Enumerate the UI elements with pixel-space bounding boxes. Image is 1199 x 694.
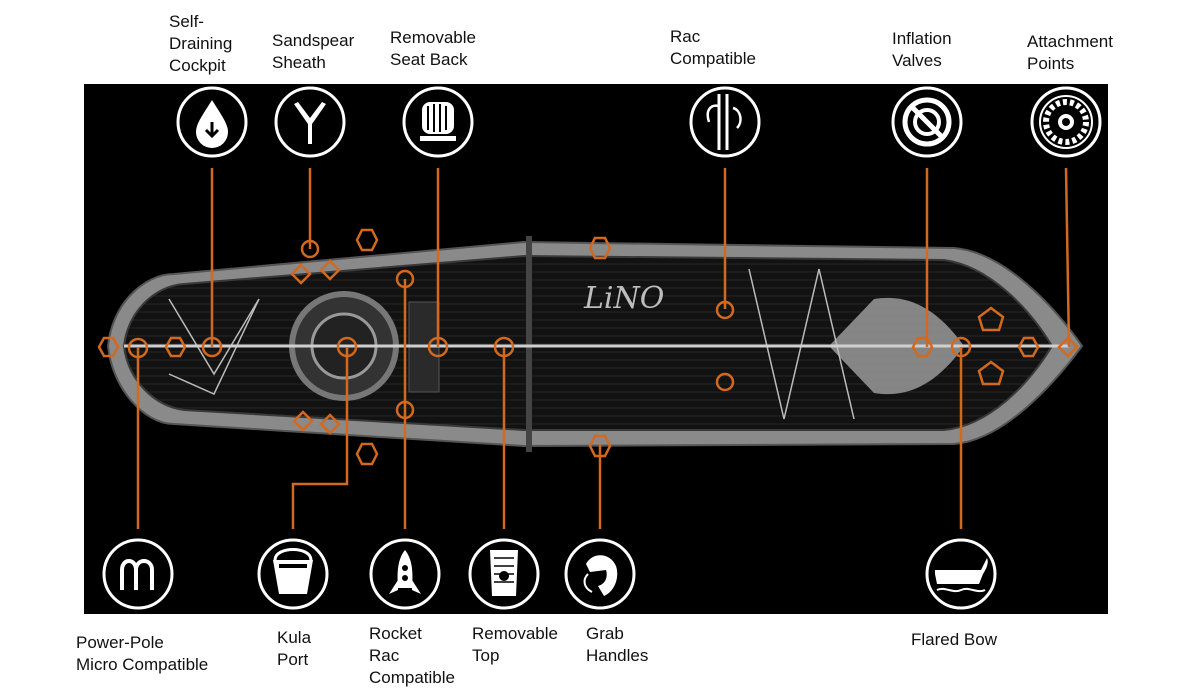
marker-diamond [1057, 336, 1079, 358]
marker-hexagon [588, 236, 612, 260]
leader-lines [136, 167, 1071, 529]
rocket-icon [369, 538, 441, 610]
board-top-icon [468, 538, 540, 610]
marker-circle [300, 239, 320, 259]
kayak-diagram: LiNO [97, 86, 1102, 610]
marker-hexagon [911, 336, 934, 358]
marker-circle [493, 336, 515, 358]
water-drop-icon [176, 86, 248, 158]
hand-grab-icon [564, 538, 636, 610]
label-kula-port: Kula Port [277, 628, 312, 669]
label-removable-seat-back: Removable Seat Back [390, 28, 476, 69]
marker-diamond [290, 263, 312, 285]
label-power-pole: Power-Pole Micro Compatible [76, 633, 209, 674]
label-removable-top: Removable Top [472, 624, 558, 665]
marker-circle [395, 400, 415, 420]
attachment-point-icon [1030, 86, 1102, 158]
marker-hexagon [355, 228, 379, 252]
flared-bow-icon [925, 538, 997, 610]
leader-attachment [1064, 167, 1071, 348]
marker-diamond [319, 413, 341, 435]
marker-circle [715, 300, 735, 320]
marker-circle [336, 336, 358, 358]
sandspear-icon [274, 86, 346, 158]
bungee-cords [168, 268, 855, 420]
label-attachment-points: Attachment Points [1027, 32, 1113, 73]
diagram-panel: LiNO [84, 84, 1108, 614]
marker-circle [427, 336, 449, 358]
label-self-draining-cockpit: Self- Draining Cockpit [169, 12, 233, 75]
marker-circle [127, 337, 149, 359]
marker-circle [950, 336, 972, 358]
icon-row-bottom [102, 538, 997, 610]
marker-hexagon [164, 336, 187, 358]
leader-kula [291, 347, 349, 529]
label-rac-compatible: Rac Compatible [670, 27, 756, 68]
marker-hexagon [1017, 336, 1040, 358]
seat-back-icon [402, 86, 474, 158]
marker-pentagon [977, 306, 1005, 332]
marker-circle [715, 372, 735, 392]
label-grab-handles: Grab Handles [586, 624, 649, 665]
bucket-icon [257, 538, 329, 610]
marker-circle [395, 269, 415, 289]
marker-hexagon [588, 434, 612, 458]
marker-diamond [292, 410, 314, 432]
label-inflation-valves: Inflation Valves [892, 29, 952, 70]
marker-diamond [319, 259, 341, 281]
rac-icon [689, 86, 761, 158]
marker-hexagon [97, 336, 120, 358]
icon-row-top [176, 86, 1102, 158]
label-sandspear-sheath: Sandspear Sheath [272, 31, 355, 72]
board: LiNO [106, 236, 1084, 452]
markers [97, 228, 1079, 466]
valve-icon [891, 86, 963, 158]
label-flared-bow: Flared Bow [911, 630, 997, 649]
label-rocket-rac: Rocket Rac Compatible [369, 624, 455, 687]
power-pole-icon [102, 538, 174, 610]
marker-hexagon [355, 442, 379, 466]
board-logo: LiNO [583, 281, 664, 316]
marker-circle [201, 336, 223, 358]
marker-pentagon [977, 360, 1005, 386]
